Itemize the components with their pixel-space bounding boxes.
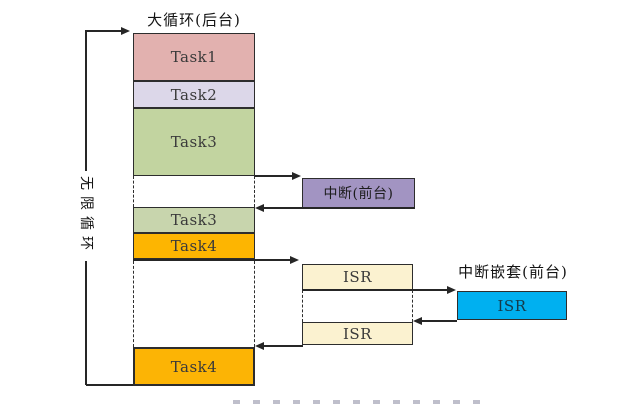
block-isr-nested: ISR [457, 291, 567, 320]
cropped-caption-fragment [233, 400, 489, 404]
arrow-right-icon [447, 286, 456, 294]
arrow-task4-to-isr [133, 259, 293, 261]
task2-label: Task2 [170, 85, 218, 104]
background-loop-title: 大循环(后台) [147, 11, 241, 29]
infinite-loop-label: 无限循环 [77, 171, 95, 261]
block-task2: Task2 [133, 81, 255, 108]
interrupt-nesting-title: 中断嵌套(前台) [458, 263, 568, 281]
task1-label: Task1 [170, 48, 218, 66]
loop-line-top [86, 30, 123, 32]
arrow-left-icon [255, 204, 264, 212]
isr-label: ISR [343, 324, 372, 343]
task4-label: Task4 [170, 237, 218, 255]
isr-label: ISR [343, 268, 372, 286]
arrow-right-icon [290, 256, 299, 264]
arrow-right-icon [292, 172, 301, 180]
arrow-left-icon [413, 317, 422, 325]
arrow-isr-to-nested-isr [302, 289, 450, 291]
block-interrupt-foreground: 中断(前台) [302, 178, 415, 208]
arrow-left-icon [255, 342, 264, 350]
block-task4-first: Task4 [133, 233, 255, 259]
loop-line-bottom [86, 384, 134, 386]
task3-label: Task3 [170, 211, 218, 229]
block-isr-first: ISR [302, 264, 413, 290]
block-isr-resumed: ISR [302, 322, 413, 345]
dashed-edge-isr-gap-right [412, 290, 413, 322]
block-task3-resumed: Task3 [133, 207, 255, 233]
dashed-edge-task3-gap-left [133, 176, 134, 207]
block-task3-first: Task3 [133, 108, 255, 176]
arrow-interrupt-return [258, 207, 415, 209]
dashed-edge-isr-gap-left [302, 290, 303, 322]
arrow-nested-isr-return [417, 320, 457, 322]
interrupt-label: 中断(前台) [323, 186, 394, 202]
dashed-edge-task4-gap-right [254, 261, 255, 347]
arrow-isr-return-to-task4 [259, 345, 303, 347]
block-task1: Task1 [133, 33, 255, 81]
loop-arrow-icon [121, 27, 130, 35]
block-task4-resumed: Task4 [133, 347, 255, 386]
nested-isr-label: ISR [497, 296, 527, 315]
task3-label: Task3 [170, 133, 218, 151]
dashed-edge-task4-gap-left [133, 261, 134, 347]
task4-label: Task4 [170, 357, 218, 376]
arrow-task3-to-interrupt [255, 175, 295, 177]
dashed-edge-task3-gap-right [254, 176, 255, 207]
